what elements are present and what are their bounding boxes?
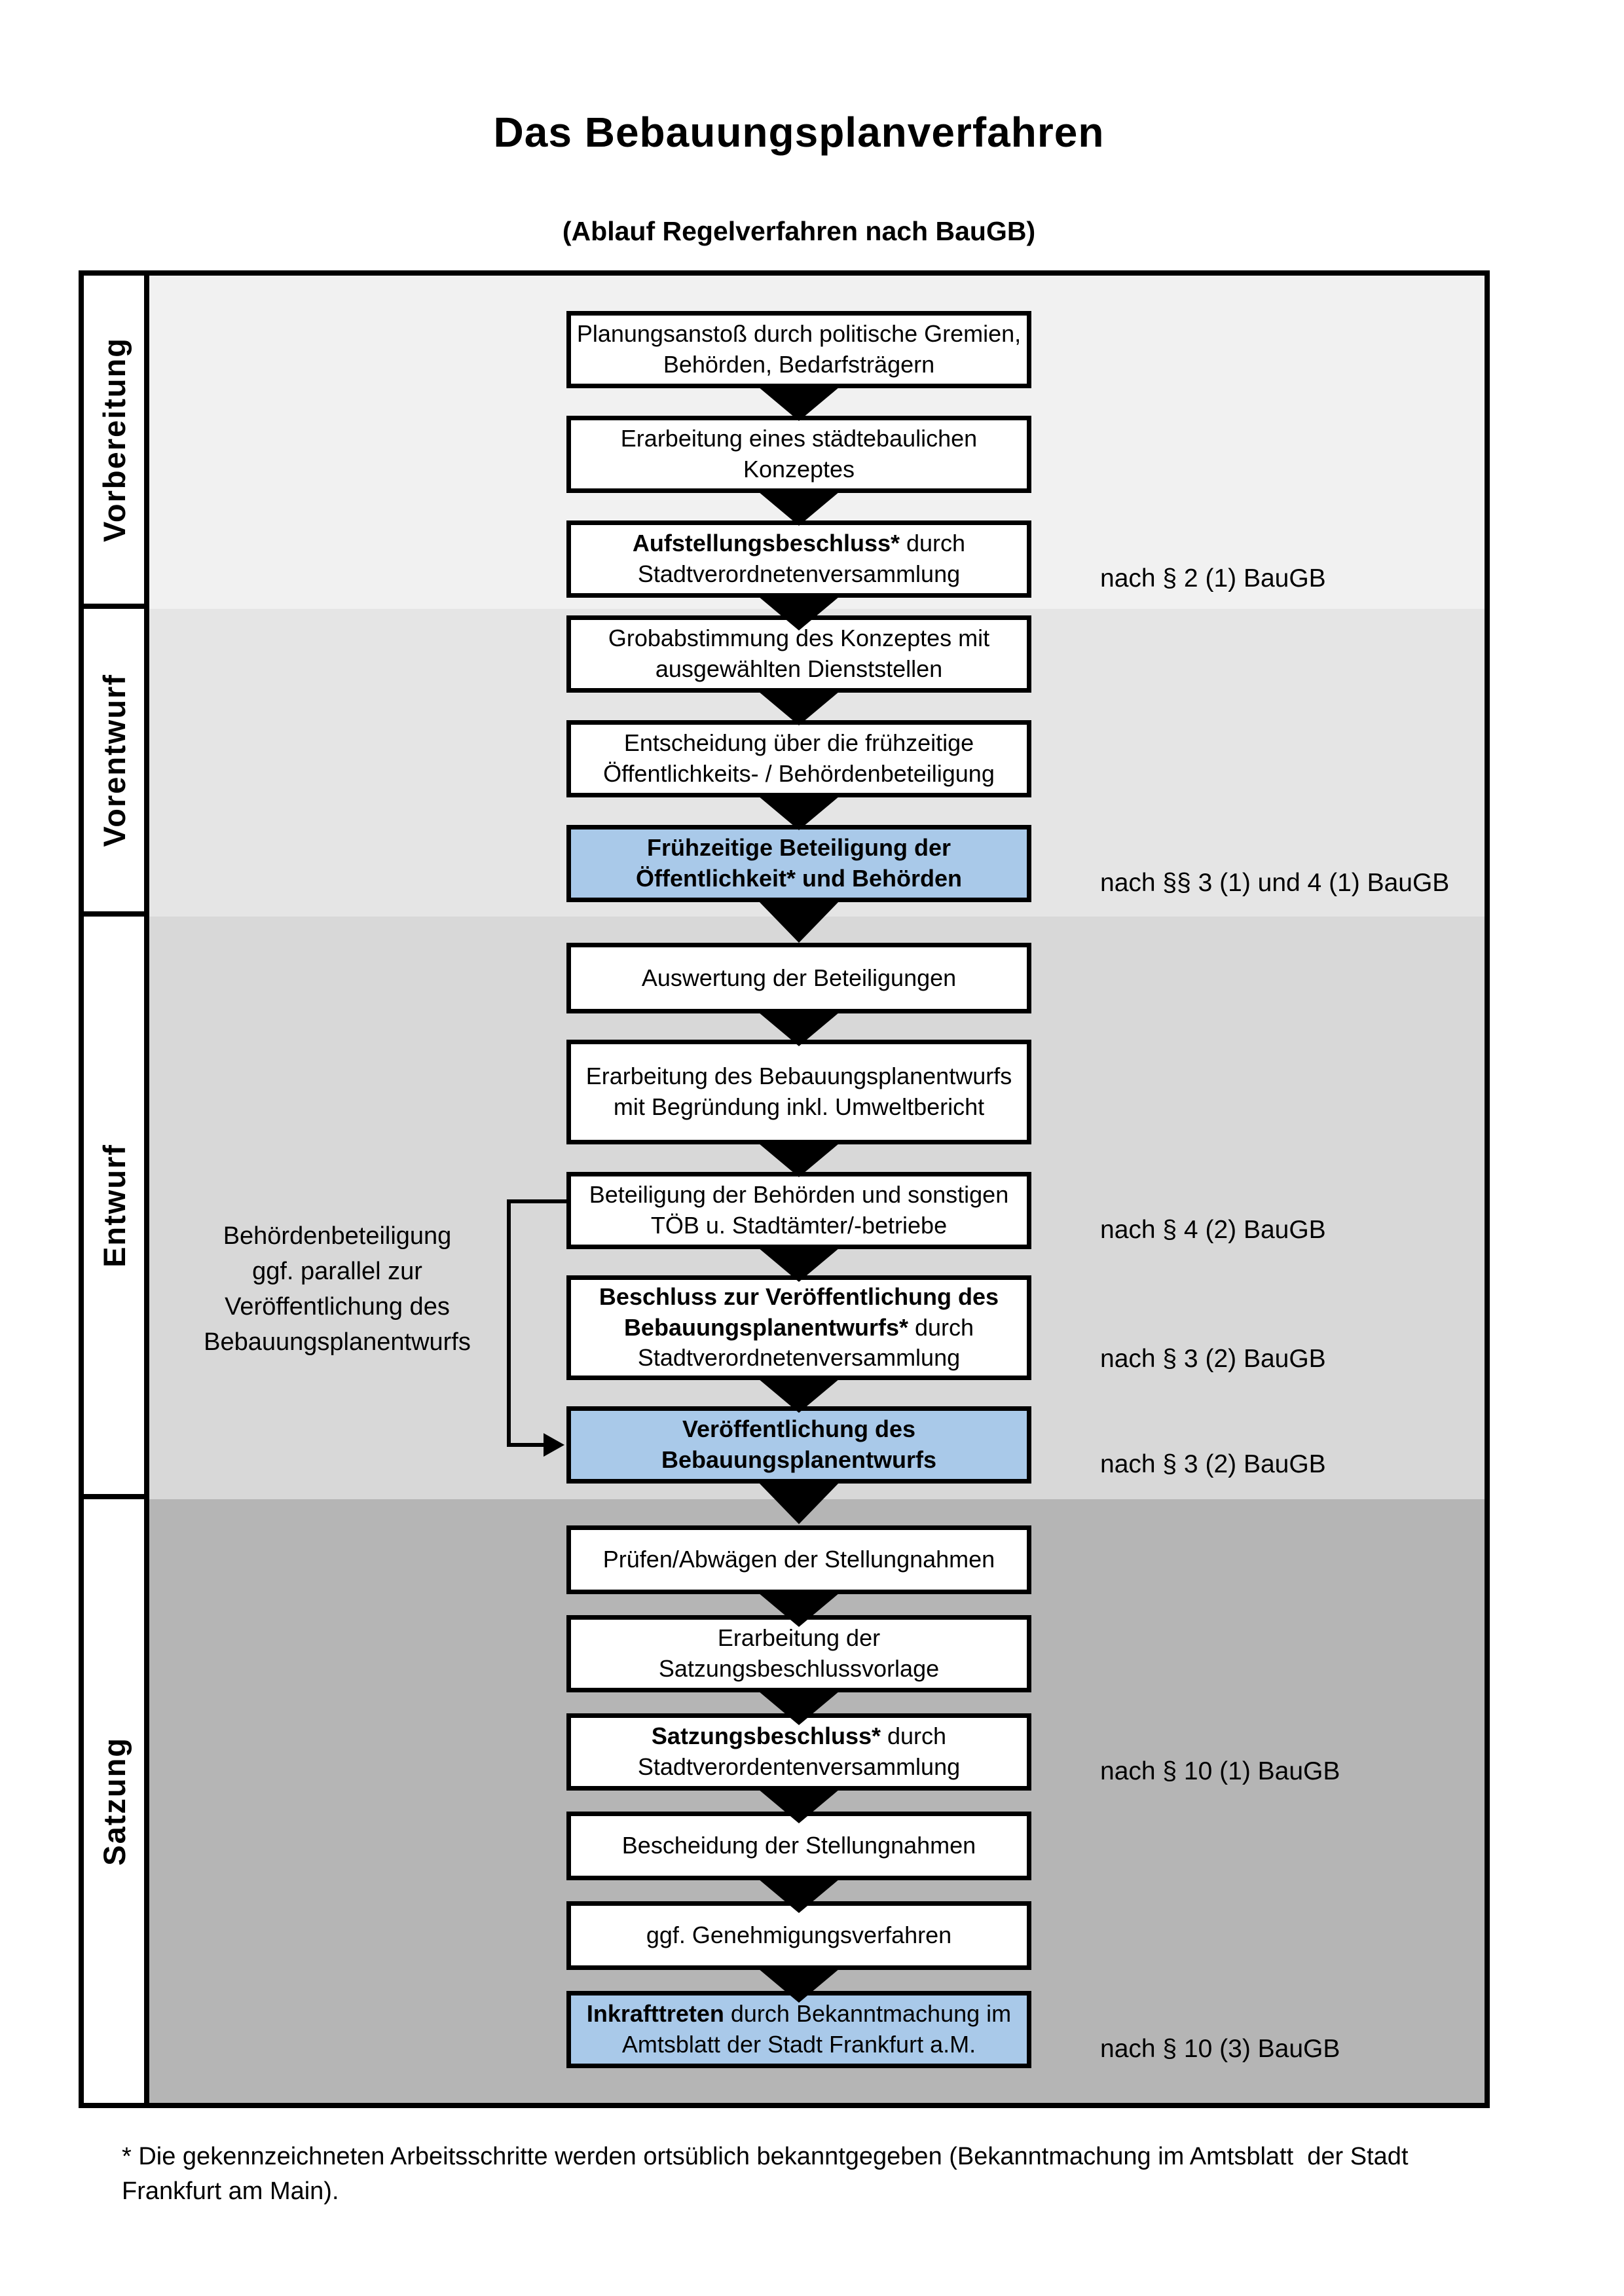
phase-label-vorentwurf: Vorentwurf <box>96 673 132 847</box>
step-beteiligung-behoerden: Beteiligung der Behörden und sonstigen T… <box>566 1172 1031 1249</box>
step-planungsanstoss: Planungsanstoß durch politische Gremien,… <box>566 311 1031 388</box>
page-title: Das Bebauungsplanverfahren <box>493 109 1105 156</box>
step-entscheidung-fruehzeitige-beteiligung: Entscheidung über die frühzeitige Öffent… <box>566 720 1031 797</box>
phase-label-column: Vorbereitung Vorentwurf Entwurf Satzung <box>84 276 149 2103</box>
step-erarbeitung-konzept: Erarbeitung eines städtebaulichen Konzep… <box>566 416 1031 493</box>
step-fruehzeitige-beteiligung: Frühzeitige Beteiligung der Öffentlichke… <box>566 825 1031 902</box>
arrow-down-icon <box>758 796 840 830</box>
arrow-down-icon <box>758 1012 840 1046</box>
arrow-down-icon <box>758 1248 840 1282</box>
arrow-down-icon <box>758 387 840 421</box>
phase-cell-satzung: Satzung <box>84 1499 144 2103</box>
law-ref-behoerdenbeteiligung: nach § 4 (2) BauGB <box>1100 1216 1326 1244</box>
phase-label-satzung: Satzung <box>96 1736 132 1866</box>
phase-label-vorbereitung: Vorbereitung <box>96 337 132 542</box>
arrow-down-icon <box>758 691 840 725</box>
step-aufstellungsbeschluss: Aufstellungsbeschluss* durch Stadtverord… <box>566 520 1031 598</box>
step-satzungsbeschluss: Satzungsbeschluss* durch Stadtverordente… <box>566 1713 1031 1791</box>
arrow-down-icon <box>758 492 840 526</box>
arrow-down-icon <box>758 1789 840 1823</box>
law-ref-inkrafttreten: nach § 10 (3) BauGB <box>1100 2035 1340 2063</box>
step-beschluss-veroeffentlichung: Beschluss zur Veröffentlichung des Bebau… <box>566 1275 1031 1380</box>
arrow-down-icon <box>758 1691 840 1725</box>
step-pruefen-abwaegen: Prüfen/Abwägen der Stellungnahmen <box>566 1525 1031 1594</box>
law-ref-aufstellungsbeschluss: nach § 2 (1) BauGB <box>1100 564 1326 592</box>
step-erarbeitung-bebauungsplanentwurf: Erarbeitung des Bebauungsplanentwurfs mi… <box>566 1040 1031 1144</box>
arrow-down-icon <box>758 1482 840 1524</box>
page-subtitle: (Ablauf Regelverfahren nach BauGB) <box>562 216 1036 246</box>
arrow-down-icon <box>758 1379 840 1413</box>
arrow-down-icon <box>758 901 840 943</box>
arrow-down-icon <box>758 1879 840 1913</box>
arrow-down-icon <box>758 1969 840 2003</box>
side-note-parallel-behoerdenbeteiligung: Behördenbeteiligung ggf. parallel zur Ve… <box>204 1222 471 1356</box>
step-erarbeitung-satzungsvorlage: Erarbeitung der Satzungsbeschlussvorlage <box>566 1615 1031 1692</box>
law-ref-beschluss-veroeffentlichung: nach § 3 (2) BauGB <box>1100 1345 1326 1373</box>
arrow-down-icon <box>758 596 840 630</box>
phase-cell-vorbereitung: Vorbereitung <box>84 276 144 609</box>
law-ref-fruehzeitige-beteiligung: nach §§ 3 (1) und 4 (1) BauGB <box>1100 869 1450 897</box>
phase-label-entwurf: Entwurf <box>96 1143 132 1267</box>
law-ref-satzungsbeschluss: nach § 10 (1) BauGB <box>1100 1757 1340 1785</box>
phase-cell-entwurf: Entwurf <box>84 917 144 1499</box>
step-veroeffentlichung-entwurf: Veröffentlichung des Bebauungsplanentwur… <box>566 1406 1031 1484</box>
arrow-down-icon <box>758 1143 840 1177</box>
phase-cell-vorentwurf: Vorentwurf <box>84 609 144 917</box>
footnote: * Die gekennzeichneten Arbeitsschritte w… <box>122 2143 1409 2206</box>
arrow-down-icon <box>758 1593 840 1627</box>
step-auswertung-beteiligungen: Auswertung der Beteiligungen <box>566 943 1031 1013</box>
law-ref-veroeffentlichung: nach § 3 (2) BauGB <box>1100 1450 1326 1478</box>
